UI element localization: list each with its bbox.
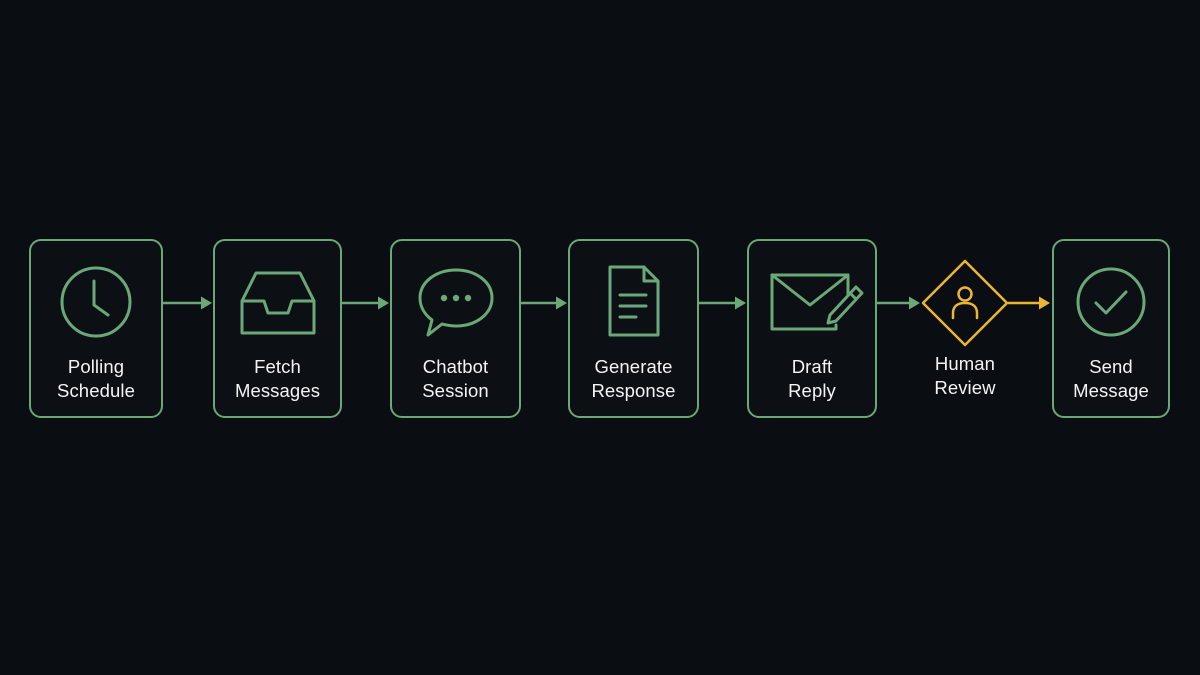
step-chatbot-session: Chatbot Session [390, 239, 521, 418]
decision-human-review: Human Review [910, 239, 1020, 418]
decision-label: Human Review [934, 353, 996, 398]
step-label: Draft Reply [788, 356, 836, 401]
step-send-message: Send Message [1052, 239, 1170, 418]
arrow-fetch-to-chatbot [342, 296, 389, 310]
step-label: Send Message [1073, 356, 1149, 401]
step-fetch-messages: Fetch Messages [213, 239, 342, 418]
arrow-chatbot-to-generate [521, 296, 567, 310]
step-polling-schedule: Polling Schedule [29, 239, 163, 418]
step-draft-reply: Draft Reply [747, 239, 877, 418]
step-generate-response: Generate Response [568, 239, 699, 418]
decision-diamond [921, 259, 1009, 347]
check-circle-icon [1076, 267, 1146, 337]
arrow-polling-to-fetch [163, 296, 212, 310]
step-label: Chatbot Session [422, 356, 489, 401]
chat-bubble-icon [418, 268, 493, 337]
inbox-tray-icon [240, 271, 315, 335]
person-icon [951, 286, 979, 320]
step-label: Polling Schedule [57, 356, 135, 401]
clock-icon [60, 266, 132, 338]
step-label: Generate Response [591, 356, 676, 401]
document-icon [608, 265, 659, 337]
arrow-generate-to-draft [699, 296, 746, 310]
envelope-pencil-icon [770, 273, 864, 331]
step-label: Fetch Messages [234, 356, 321, 401]
